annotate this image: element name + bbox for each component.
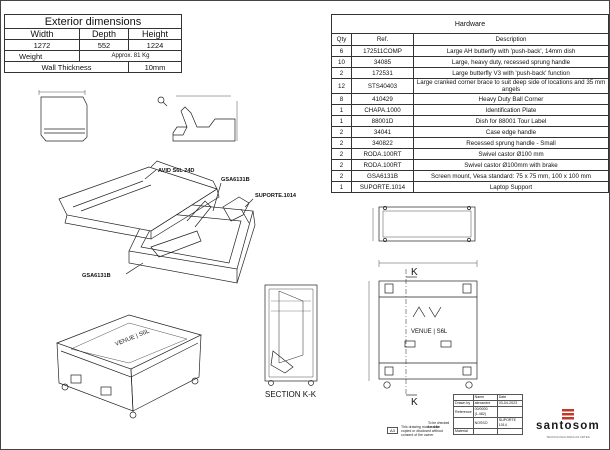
callout-support: SUPORTE.1014 bbox=[255, 193, 297, 199]
title-block-cell bbox=[496, 428, 524, 435]
title-block-row: Material bbox=[453, 428, 524, 435]
title-block-cell: Material bbox=[453, 428, 474, 435]
title-block-cell: Reference bbox=[453, 406, 474, 418]
title-block-cell: 00/0000 (1.482) bbox=[472, 406, 498, 418]
title-block-cell bbox=[453, 417, 474, 429]
title-block-cell bbox=[496, 406, 524, 418]
callout-console: AVID S6L 24D bbox=[158, 168, 194, 174]
section-marker-top: K bbox=[411, 267, 418, 278]
section-label: SECTION K-K bbox=[265, 390, 317, 399]
title-block-cell: Drawn by bbox=[453, 400, 474, 407]
wall-value: 10mm bbox=[128, 61, 182, 73]
check-note: To be checked for ratio bbox=[428, 421, 450, 429]
sheet-size: A3 bbox=[387, 427, 398, 434]
console-side-view bbox=[38, 90, 88, 142]
case-logo-iso: VENUE | S6L bbox=[115, 328, 151, 347]
title-block-cell bbox=[472, 428, 498, 435]
copyright-notice: This drawing must not be copied or discl… bbox=[401, 425, 444, 437]
support-detail-view bbox=[157, 95, 238, 142]
hardware-description: Laptop Support bbox=[413, 181, 609, 193]
company-name: santosom bbox=[536, 420, 600, 432]
wall-label: Wall Thickness bbox=[4, 61, 129, 73]
callout-mount-bottom: GSA6131B bbox=[82, 273, 111, 279]
callout-mount-top: GSA6131B bbox=[221, 177, 250, 183]
section-k-k-view bbox=[264, 284, 318, 386]
top-plan-view bbox=[372, 206, 476, 242]
exterior-dimensions-table: Exterior dimensions Width Depth Height 1… bbox=[4, 14, 183, 73]
front-elevation-view bbox=[368, 260, 478, 396]
section-marker-bottom: K bbox=[411, 397, 418, 408]
title-block-cell: SUPORTE 1014 bbox=[496, 417, 524, 429]
title-block-cell: NOSSO bbox=[472, 417, 498, 429]
isometric-assembly-view bbox=[58, 160, 256, 284]
isometric-case-view: VENUE | S6L bbox=[55, 314, 202, 419]
logo-mark-icon bbox=[562, 409, 574, 420]
case-logo-front: VENUE | S6L bbox=[411, 329, 448, 335]
company-logo: santosom TECNOLOGIA PARA AS ARTES bbox=[529, 408, 607, 444]
company-tagline: TECNOLOGIA PARA AS ARTES bbox=[546, 435, 590, 439]
